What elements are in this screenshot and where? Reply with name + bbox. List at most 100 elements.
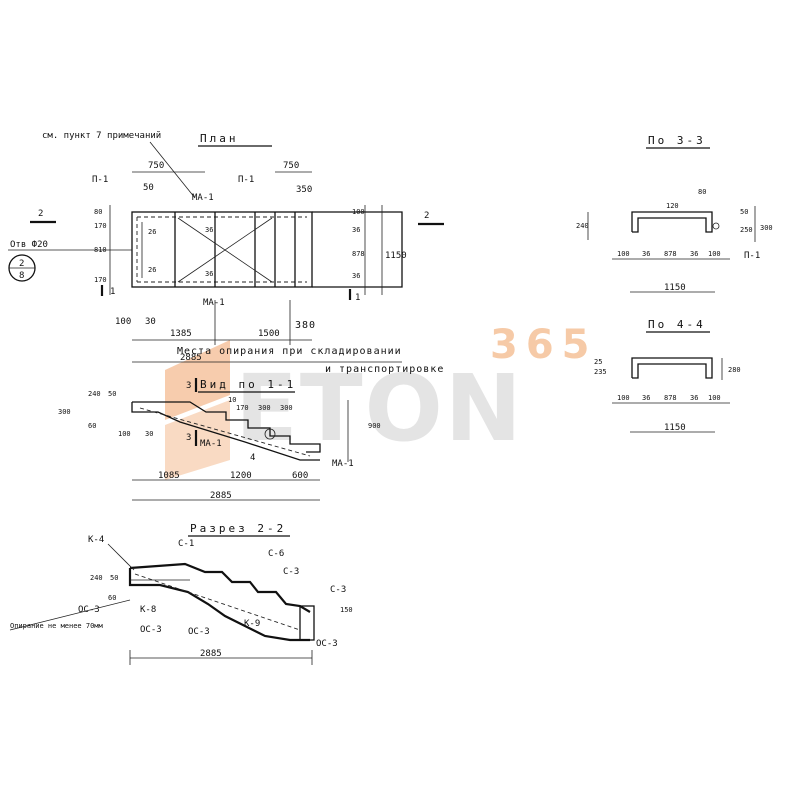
sec44-d36a: 36 [642,394,650,402]
sec33-d80: 80 [698,188,706,196]
sec33-p1: П-1 [744,251,760,261]
sec44-d25: 25 [594,358,602,366]
section-3-3: По 3-3 80 120 50 240 250 300 100 36 878 … [576,134,773,293]
dim-50: 50 [143,183,154,193]
watermark-word: ETON [235,355,524,462]
plan-note: см. пункт 7 примечаний [42,131,161,141]
dim-170a: 170 [94,222,107,230]
sec22-d2885: 2885 [200,649,222,659]
hole-label: Отв Ф20 [10,240,48,250]
dim-170b: 170 [94,276,107,284]
v11-d900: 900 [368,422,381,430]
v11-mark4: 4 [250,453,255,463]
dim-750b: 750 [283,161,299,171]
dim-380: 380 [295,320,316,331]
sec44-d280: 280 [728,366,741,374]
dim-878: 878 [352,250,365,258]
dim-30: 30 [145,317,156,327]
dim-2885-plan: 2885 [180,353,202,363]
sec22-oc3b: ОС-3 [140,625,162,635]
dim-100: 100 [115,317,131,327]
sec33-d878: 878 [664,250,677,258]
sec33-d250: 250 [740,226,753,234]
sec44-d878: 878 [664,394,677,402]
dim-26b: 26 [148,266,156,274]
sec33-d100b: 100 [708,250,721,258]
hole-ref-top: 2 [19,259,24,269]
dim-1150: 1150 [385,251,407,261]
supports-line1: Места опирания при складировании [177,346,402,357]
dim-36d: 36 [205,270,213,278]
sec22-c1: С-1 [178,539,194,549]
sec33-d36b: 36 [690,250,698,258]
v11-d1200: 1200 [230,471,252,481]
hole-icon [264,428,276,440]
v11-d2885: 2885 [210,491,232,501]
v11-d170: 170 [236,404,249,412]
v11-ma1-b: МА-1 [332,459,354,469]
v11-d240: 240 [88,390,101,398]
sec33-loop-icon [712,222,720,230]
sec11-right-label: 1 [355,293,360,303]
sec33-d50: 50 [740,208,748,216]
sec33-d100a: 100 [617,250,630,258]
sec44-d100a: 100 [617,394,630,402]
sec33-title: По 3-3 [648,134,706,147]
plan-p1-right: П-1 [238,175,254,185]
v11-d300: 300 [58,408,71,416]
dim-1500: 1500 [258,329,280,339]
view11-mark-top: 3 [186,381,191,391]
sec44-d1150: 1150 [664,423,686,433]
sec22-c3a: С-3 [283,567,299,577]
sec22-oc3d: ОС-3 [316,639,338,649]
sec22-c6: С-6 [268,549,284,559]
view11-title: Вид по 1-1 [200,378,296,391]
plan-ma1-bottom: МА-1 [203,298,225,308]
supports-line2: и транспортировке [325,364,444,375]
sec22-right-label: 2 [424,211,429,221]
sec22-d150: 150 [340,606,353,614]
sec22-d60: 60 [108,594,116,602]
view-1-1: 3 Вид по 1-1 3 240 50 300 60 100 30 10 1… [58,378,381,501]
v11-d100: 100 [118,430,131,438]
sec22-d240: 240 [90,574,103,582]
sec22-k9: К-9 [244,619,260,629]
v11-d300b: 300 [280,404,293,412]
v11-d300a: 300 [258,404,271,412]
v11-d50: 50 [108,390,116,398]
plan-ma1-top: МА-1 [192,193,214,203]
section-4-4: По 4-4 235 25 280 100 36 878 36 100 1150 [594,318,741,433]
sec44-d235: 235 [594,368,607,376]
v11-d30: 30 [145,430,153,438]
sec22-k8: К-8 [140,605,156,615]
dim-350: 350 [296,185,312,195]
v11-ma1-a: МА-1 [200,439,222,449]
sec22-support: Опирание не менее 70мм [10,622,104,630]
dim-750a: 750 [148,161,164,171]
v11-d60: 60 [88,422,96,430]
sec22-title: Разрез 2-2 [190,522,286,535]
dim-26a: 26 [148,228,156,236]
sec22-left-label: 2 [38,209,43,219]
watermark-number: 365 [490,322,598,368]
sec22-c3b: С-3 [330,585,346,595]
section-2-2: Разрез 2-2 К-4 С-1 С-6 С-3 С-3 240 50 60… [9,522,353,665]
plan-p1-left: П-1 [92,175,108,185]
hole-ref-bottom: 8 [19,271,24,281]
sec22-d50: 50 [110,574,118,582]
v11-d10: 10 [228,396,236,404]
sec33-d300: 300 [760,224,773,232]
sec44-d100b: 100 [708,394,721,402]
dim-1385: 1385 [170,329,192,339]
sec11-left-label: 1 [110,287,115,297]
sec33-d1150: 1150 [664,283,686,293]
sec33-d36a: 36 [642,250,650,258]
dim-36a: 36 [352,226,360,234]
dim-80: 80 [94,208,102,216]
plan-title: План [200,132,239,145]
sec22-k4: К-4 [88,535,104,545]
sec44-d36b: 36 [690,394,698,402]
dim-36b: 36 [352,272,360,280]
